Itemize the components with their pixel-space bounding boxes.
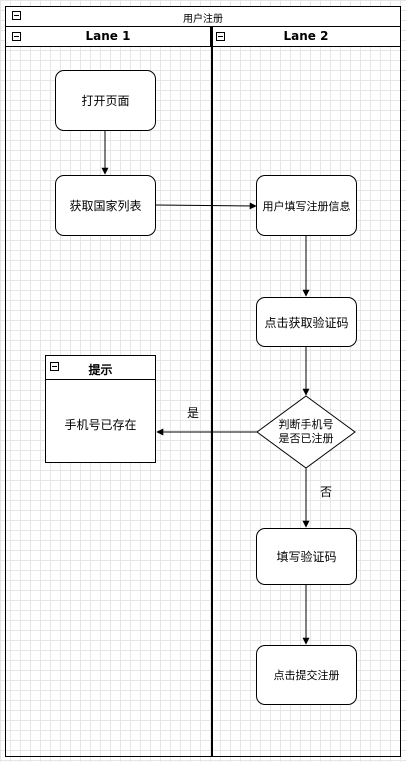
node-open-page[interactable]: 打开页面	[55, 70, 156, 131]
node-submit-registration[interactable]: 点击提交注册	[256, 645, 357, 705]
edge-list-to-fill	[155, 202, 257, 210]
lane-divider	[211, 27, 213, 756]
tip-header: 提示	[46, 356, 155, 380]
edge-label-no: 否	[320, 485, 333, 499]
collapse-icon[interactable]	[12, 32, 21, 41]
node-click-get-code[interactable]: 点击获取验证码	[256, 297, 357, 347]
node-label: 填写验证码	[276, 550, 337, 564]
node-fill-code[interactable]: 填写验证码	[256, 528, 357, 585]
node-get-country-list[interactable]: 获取国家列表	[55, 175, 156, 236]
lane-title-1: Lane 1	[85, 29, 131, 43]
collapse-icon[interactable]	[216, 32, 225, 41]
edge-label-yes: 是	[187, 406, 200, 420]
tip-title: 提示	[88, 363, 113, 377]
node-label: 点击提交注册	[273, 669, 340, 682]
decision-label: 判断手机号 是否已注册	[262, 418, 350, 446]
tip-container[interactable]: 提示 手机号已存在	[45, 355, 156, 463]
pool-header: 用户注册	[6, 7, 400, 27]
node-label: 用户填写注册信息	[262, 199, 351, 213]
lane-title-2: Lane 2	[283, 29, 329, 43]
node-label: 获取国家列表	[69, 199, 142, 213]
node-label: 点击获取验证码	[264, 315, 349, 330]
lane-header-1: Lane 1	[6, 27, 212, 47]
decision-label-line-2: 是否已注册	[278, 432, 334, 445]
collapse-icon[interactable]	[50, 362, 59, 371]
tip-body: 手机号已存在	[64, 418, 137, 432]
collapse-icon[interactable]	[12, 11, 21, 20]
node-label: 打开页面	[81, 94, 130, 108]
pool-title: 用户注册	[183, 14, 223, 25]
node-fill-registration-info[interactable]: 用户填写注册信息	[256, 175, 357, 236]
lane-header-2: Lane 2	[212, 27, 400, 47]
swimlane-pool: 用户注册 Lane 1 Lane 2	[5, 6, 401, 757]
decision-label-line-1: 判断手机号	[278, 418, 334, 431]
